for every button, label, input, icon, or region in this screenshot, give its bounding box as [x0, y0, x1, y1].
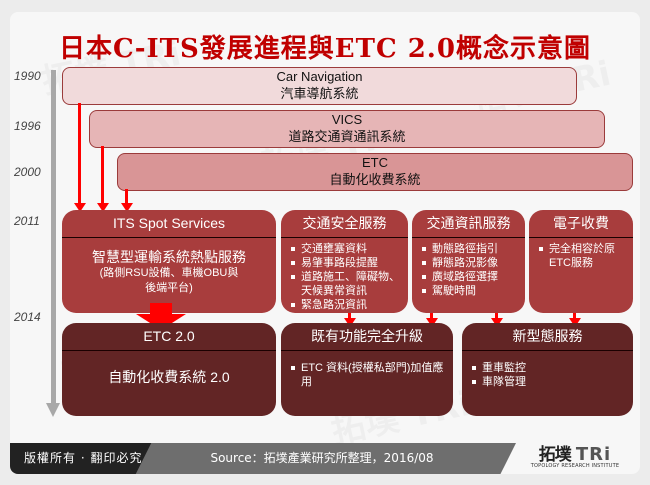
- year-label: 2014: [14, 310, 41, 324]
- era-name-zh: 道路交通資通訊系統: [288, 129, 406, 144]
- list-item: 動態路徑指引: [420, 242, 519, 256]
- arrow-down-icon: [491, 318, 503, 327]
- year-label: 2000: [14, 165, 41, 179]
- box-title: 既有功能完全升級: [281, 323, 453, 351]
- source-banner: Source：拓墣產業研究所整理，2016/08: [135, 443, 516, 474]
- connector-line: [573, 313, 576, 320]
- tri-logo: 拓墣 TRi TOPOLOGY RESEARCH INSTITUTE: [520, 440, 630, 469]
- box-body-line: 智慧型運輸系統熱點服務: [92, 249, 246, 265]
- era-name-en: Car Navigation: [276, 69, 363, 84]
- traffic-info-box: 交通資訊服務 動態路徑指引 靜態路況影像 廣域路徑選擇 駕駛時間: [412, 210, 525, 313]
- timeline-arrow-icon: [46, 403, 60, 417]
- list-item: 道路施工、障礙物、天候異常資訊: [289, 270, 402, 298]
- box-body-line: (路側RSU設備、車機OBU與: [99, 267, 239, 279]
- list-item: 靜態路況影像: [420, 256, 519, 270]
- logo-zh: 拓墣: [538, 445, 572, 465]
- era-name-en: ETC: [362, 155, 388, 170]
- box-title: ETC 2.0: [62, 323, 276, 351]
- arrow-down-icon: [569, 318, 581, 327]
- connector-line: [430, 313, 433, 320]
- list-item: 完全相容於原ETC服務: [537, 242, 627, 270]
- box-body-line: 自動化收費系統 2.0: [108, 369, 230, 385]
- era-name-zh: 汽車導航系統: [280, 86, 359, 101]
- list-item: 廣域路徑選擇: [420, 270, 519, 284]
- arrow-down-icon: [121, 203, 133, 212]
- connector-line: [101, 146, 104, 207]
- arrow-down-icon: [97, 203, 109, 212]
- traffic-safety-box: 交通安全服務 交通壅塞資料 易肇事路段提醒 道路施工、障礙物、天候異常資訊 緊急…: [281, 210, 408, 313]
- era-car-navigation: Car Navigation 汽車導航系統: [62, 67, 577, 105]
- big-arrow-icon: [150, 303, 172, 315]
- list-item: 緊急路況資訊: [289, 298, 402, 312]
- box-title: 交通安全服務: [281, 210, 408, 238]
- box-body-line: 後端平台): [145, 282, 193, 294]
- arrow-down-icon: [426, 318, 438, 327]
- electronic-toll-box: 電子收費 完全相容於原ETC服務: [529, 210, 633, 313]
- era-name-en: VICS: [331, 112, 363, 127]
- list-item: 駕駛時間: [420, 284, 519, 298]
- era-vics: VICS 道路交通資通訊系統: [89, 110, 605, 148]
- list-item: 交通壅塞資料: [289, 242, 402, 256]
- upgrade-box: 既有功能完全升級 ETC 資料(授權私部門)加值應用: [281, 323, 453, 416]
- logo-en: TRi: [575, 444, 612, 465]
- connector-line: [495, 313, 498, 320]
- connector-line: [125, 189, 128, 207]
- page-title: 日本C-ITS發展進程與ETC 2.0概念示意圖: [59, 34, 591, 64]
- its-spot-services-box: ITS Spot Services 智慧型運輸系統熱點服務 (路側RSU設備、車…: [62, 210, 276, 313]
- list-item: ETC 資料(授權私部門)加值應用: [289, 361, 447, 389]
- list-item: 易肇事路段提醒: [289, 256, 402, 270]
- connector-line: [348, 313, 351, 320]
- list-item: 車隊管理: [470, 375, 627, 389]
- year-label: 1996: [14, 119, 41, 133]
- list-item: 重車監控: [470, 361, 627, 375]
- box-title: ITS Spot Services: [62, 210, 276, 238]
- era-name-zh: 自動化收費系統: [329, 172, 421, 187]
- year-label: 2011: [14, 214, 40, 228]
- era-etc: ETC 自動化收費系統: [117, 153, 633, 191]
- box-title: 電子收費: [529, 210, 633, 238]
- etc2-box: ETC 2.0 自動化收費系統 2.0: [62, 323, 276, 416]
- new-services-box: 新型態服務 重車監控 車隊管理: [462, 323, 633, 416]
- logo-subtitle: TOPOLOGY RESEARCH INSTITUTE: [530, 463, 620, 469]
- arrow-down-icon: [344, 318, 356, 327]
- timeline-axis: [51, 70, 56, 405]
- connector-line: [78, 103, 81, 207]
- year-label: 1990: [14, 69, 41, 83]
- box-title: 新型態服務: [462, 323, 633, 351]
- box-title: 交通資訊服務: [412, 210, 525, 238]
- arrow-down-icon: [74, 203, 86, 212]
- copyright-banner: 版權所有 · 翻印必究: [10, 443, 158, 474]
